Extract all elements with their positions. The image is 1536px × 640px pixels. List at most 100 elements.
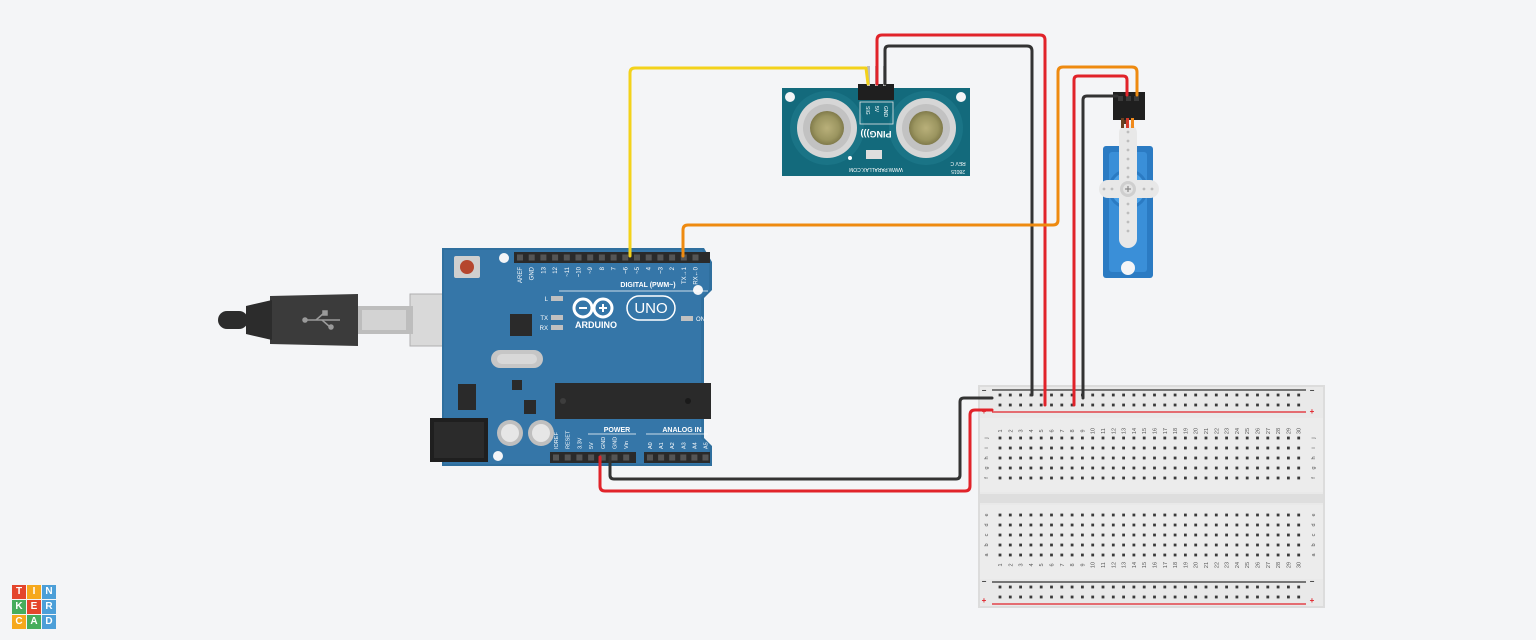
breadboard-hole[interactable] <box>1091 476 1095 480</box>
breadboard-rail-hole[interactable] <box>1070 403 1074 407</box>
breadboard-rail-hole[interactable] <box>1142 585 1146 589</box>
breadboard-hole[interactable] <box>1276 446 1280 450</box>
breadboard-hole[interactable] <box>1245 513 1249 517</box>
breadboard-hole[interactable] <box>1101 533 1105 537</box>
breadboard-hole[interactable] <box>1225 456 1228 460</box>
breadboard-hole[interactable] <box>1019 553 1022 557</box>
breadboard-rail-hole[interactable] <box>1153 403 1156 407</box>
breadboard-hole[interactable] <box>1122 446 1125 450</box>
breadboard-hole[interactable] <box>1153 523 1156 527</box>
breadboard-hole[interactable] <box>1173 466 1177 470</box>
breadboard-hole[interactable] <box>1008 543 1012 547</box>
breadboard-rail-hole[interactable] <box>1194 595 1198 599</box>
breadboard-hole[interactable] <box>1194 523 1198 527</box>
breadboard-hole[interactable] <box>1266 446 1270 450</box>
digital-pin-hole[interactable] <box>692 254 699 261</box>
breadboard-hole[interactable] <box>1184 553 1187 557</box>
breadboard-hole[interactable] <box>1142 466 1146 470</box>
breadboard-rail-hole[interactable] <box>1184 393 1187 397</box>
breadboard-hole[interactable] <box>1111 476 1115 480</box>
breadboard-hole[interactable] <box>1266 543 1270 547</box>
breadboard-hole[interactable] <box>1276 513 1280 517</box>
breadboard-rail-hole[interactable] <box>998 595 1002 599</box>
breadboard-hole[interactable] <box>1287 436 1290 440</box>
breadboard-hole[interactable] <box>1081 553 1084 557</box>
breadboard-rail-hole[interactable] <box>1142 595 1146 599</box>
breadboard-rail-hole[interactable] <box>1204 393 1208 397</box>
breadboard-rail-hole[interactable] <box>1019 585 1022 589</box>
breadboard-hole[interactable] <box>1070 466 1074 470</box>
breadboard-hole[interactable] <box>1091 553 1095 557</box>
breadboard-hole[interactable] <box>1184 513 1187 517</box>
breadboard-hole[interactable] <box>1214 456 1218 460</box>
breadboard-hole[interactable] <box>1287 533 1290 537</box>
breadboard-hole[interactable] <box>1153 476 1156 480</box>
breadboard-hole[interactable] <box>1029 533 1033 537</box>
breadboard-hole[interactable] <box>1029 476 1033 480</box>
breadboard-hole[interactable] <box>1297 523 1301 527</box>
breadboard-hole[interactable] <box>1070 436 1074 440</box>
breadboard-rail-hole[interactable] <box>1163 595 1167 599</box>
wire-red-5v-rail[interactable] <box>598 408 994 493</box>
breadboard-hole[interactable] <box>1132 456 1136 460</box>
breadboard-hole[interactable] <box>1142 533 1146 537</box>
breadboard-rail-hole[interactable] <box>1081 403 1084 407</box>
breadboard-hole[interactable] <box>1194 513 1198 517</box>
breadboard-hole[interactable] <box>1029 466 1033 470</box>
breadboard-hole[interactable] <box>1235 436 1239 440</box>
breadboard-hole[interactable] <box>1122 476 1125 480</box>
breadboard-hole[interactable] <box>1050 513 1053 517</box>
breadboard-rail-hole[interactable] <box>1153 595 1156 599</box>
breadboard-hole[interactable] <box>1060 553 1064 557</box>
breadboard-rail-hole[interactable] <box>1019 403 1022 407</box>
breadboard-hole[interactable] <box>1194 553 1198 557</box>
breadboard-hole[interactable] <box>1184 476 1187 480</box>
breadboard-rail-hole[interactable] <box>1122 595 1125 599</box>
breadboard-hole[interactable] <box>1184 436 1187 440</box>
breadboard-hole[interactable] <box>1163 436 1167 440</box>
breadboard-rail-hole[interactable] <box>1081 585 1084 589</box>
breadboard-hole[interactable] <box>1111 513 1115 517</box>
breadboard-hole[interactable] <box>1297 543 1301 547</box>
breadboard-hole[interactable] <box>1008 533 1012 537</box>
breadboard-hole[interactable] <box>1256 543 1259 547</box>
breadboard-hole[interactable] <box>1019 466 1022 470</box>
breadboard-rail-hole[interactable] <box>1070 595 1074 599</box>
breadboard-hole[interactable] <box>1060 446 1064 450</box>
breadboard-hole[interactable] <box>1163 553 1167 557</box>
breadboard-hole[interactable] <box>1142 553 1146 557</box>
breadboard-hole[interactable] <box>1008 513 1012 517</box>
breadboard-hole[interactable] <box>1070 476 1074 480</box>
breadboard-rail-hole[interactable] <box>1245 403 1249 407</box>
breadboard-hole[interactable] <box>1039 533 1043 537</box>
breadboard-rail-hole[interactable] <box>1163 403 1167 407</box>
breadboard-hole[interactable] <box>1008 553 1012 557</box>
breadboard-hole[interactable] <box>1245 466 1249 470</box>
breadboard-hole[interactable] <box>1204 533 1208 537</box>
breadboard-rail-hole[interactable] <box>1225 595 1228 599</box>
breadboard-rail-hole[interactable] <box>1029 403 1033 407</box>
breadboard-rail-hole[interactable] <box>1173 393 1177 397</box>
breadboard-hole[interactable] <box>1266 456 1270 460</box>
breadboard-hole[interactable] <box>1204 513 1208 517</box>
breadboard-hole[interactable] <box>1132 466 1136 470</box>
breadboard-hole[interactable] <box>1070 446 1074 450</box>
breadboard-rail-hole[interactable] <box>1070 393 1074 397</box>
breadboard-hole[interactable] <box>1060 456 1064 460</box>
breadboard-hole[interactable] <box>1235 446 1239 450</box>
breadboard-hole[interactable] <box>1039 513 1043 517</box>
breadboard-hole[interactable] <box>1245 553 1249 557</box>
breadboard-hole[interactable] <box>1214 553 1218 557</box>
reset-button[interactable] <box>460 260 474 274</box>
breadboard-rail-hole[interactable] <box>1060 595 1064 599</box>
breadboard-hole[interactable] <box>1111 553 1115 557</box>
breadboard-hole[interactable] <box>1019 446 1022 450</box>
breadboard-hole[interactable] <box>1225 513 1228 517</box>
breadboard-hole[interactable] <box>1276 523 1280 527</box>
breadboard-hole[interactable] <box>1081 476 1084 480</box>
breadboard-hole[interactable] <box>1225 533 1228 537</box>
breadboard-hole[interactable] <box>1173 456 1177 460</box>
breadboard-hole[interactable] <box>1225 523 1228 527</box>
breadboard-hole[interactable] <box>1256 513 1259 517</box>
breadboard-hole[interactable] <box>1235 476 1239 480</box>
